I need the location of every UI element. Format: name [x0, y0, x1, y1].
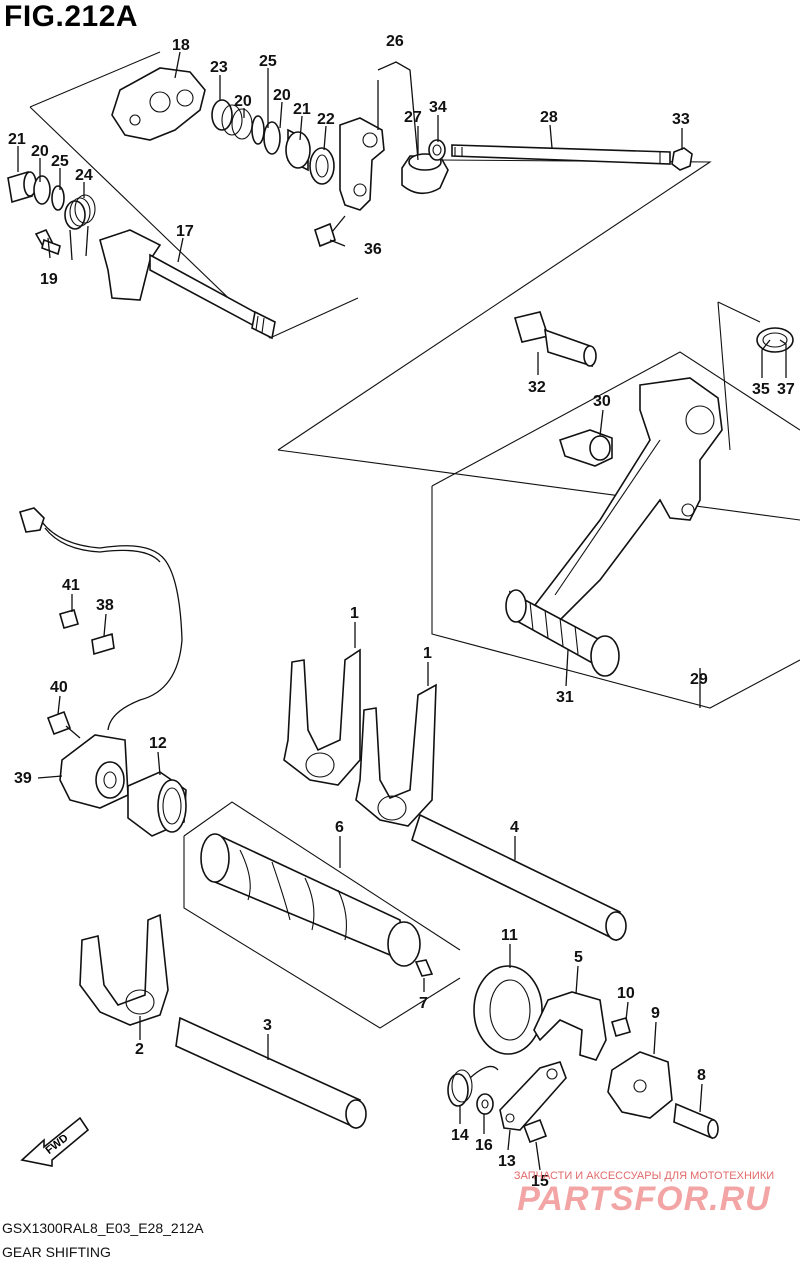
callout-16: 16	[475, 1137, 493, 1154]
callout-24: 24	[75, 167, 93, 184]
callout-39: 39	[14, 770, 32, 787]
nut-33	[671, 147, 693, 171]
gearshift-cam-plate	[111, 67, 206, 141]
callout-9: 9	[651, 1005, 660, 1022]
bushing-30	[559, 429, 613, 467]
shift-arm	[339, 117, 385, 211]
spring-stack	[211, 99, 335, 185]
pedal-assembly-outline	[431, 301, 800, 709]
callout-20: 20	[234, 93, 252, 110]
callout-41: 41	[62, 577, 80, 594]
callout-14: 14	[451, 1127, 469, 1144]
callout-6: 6	[335, 819, 344, 836]
bolt-15	[522, 1118, 548, 1144]
callout-15: 15	[531, 1173, 549, 1190]
callout-4: 4	[510, 819, 519, 836]
shift-fork-1b	[355, 683, 437, 827]
drum-cam-9	[607, 1051, 673, 1119]
callout-1: 1	[350, 605, 359, 622]
return-spring-24	[64, 194, 96, 261]
stopper-arm-13	[499, 1061, 567, 1131]
callout-1: 1	[423, 645, 432, 662]
cap-27	[401, 153, 449, 195]
bearing-12	[127, 771, 187, 837]
callout-35: 35	[752, 381, 770, 398]
callout-20: 20	[273, 87, 291, 104]
gearshift-drum-6	[200, 833, 421, 967]
callout-38: 38	[96, 597, 114, 614]
callout-19: 19	[40, 271, 58, 288]
bearing-11	[473, 965, 543, 1055]
callout-17: 17	[176, 223, 194, 240]
drum-assembly-outline	[183, 801, 461, 1029]
shift-fork-1a	[283, 648, 361, 786]
rod-28	[451, 144, 671, 165]
circlip-35-37	[756, 327, 794, 353]
upper-assembly-outline	[29, 51, 800, 521]
diagram-code: GSX1300RAL8_E03_E28_212A	[2, 1220, 204, 1236]
callout-18: 18	[172, 37, 190, 54]
wiring-harness	[19, 507, 183, 731]
callout-26: 26	[386, 33, 404, 50]
shift-shaft-17	[99, 229, 276, 340]
stopper-plate-5	[533, 991, 607, 1061]
callout-10: 10	[617, 985, 635, 1002]
watermark-tagline: ЗАПЧАСТИ И АКСЕССУАРЫ ДЛЯ МОТОТЕХНИКИ	[513, 1170, 775, 1182]
callout-21: 21	[293, 101, 311, 118]
callout-40: 40	[50, 679, 68, 696]
callout-21: 21	[8, 131, 26, 148]
callout-11: 11	[501, 927, 518, 944]
callout-34: 34	[429, 99, 447, 116]
callout-5: 5	[574, 949, 583, 966]
gear-position-switch-39	[59, 734, 129, 809]
callout-2: 2	[135, 1041, 144, 1058]
bolt-41	[59, 609, 79, 629]
fwd-arrow-icon: FWD	[20, 1116, 90, 1167]
pivot-bolt-32	[513, 311, 597, 368]
callout-36: 36	[364, 241, 382, 258]
shift-lever-29	[533, 377, 723, 622]
leader-lines	[17, 51, 787, 1171]
screw-40	[46, 710, 81, 739]
callout-22: 22	[317, 111, 335, 128]
washer-16	[476, 1093, 494, 1115]
callout-29: 29	[690, 671, 708, 688]
watermark-brand: PARTSFOR.RU	[517, 1180, 771, 1218]
footpeg-rubber-31	[505, 589, 620, 677]
callout-12: 12	[149, 735, 167, 752]
callout-7: 7	[419, 995, 428, 1012]
callout-labels: 18 23 25 20 20 21 22 26 27 34 28 33 21 2…	[8, 33, 795, 1190]
fork-shaft-3	[175, 1016, 367, 1130]
callout-33: 33	[672, 111, 690, 128]
callout-27: 27	[404, 109, 422, 126]
pin-7	[414, 959, 434, 977]
shift-fork-2	[79, 913, 169, 1026]
callout-37: 37	[777, 381, 795, 398]
clamp-38	[91, 632, 115, 656]
collar-34	[428, 139, 446, 161]
callout-31: 31	[556, 689, 574, 706]
callout-25: 25	[51, 153, 69, 170]
callout-3: 3	[263, 1017, 272, 1034]
callout-28: 28	[540, 109, 558, 126]
callout-8: 8	[697, 1067, 706, 1084]
callout-25: 25	[259, 53, 277, 70]
diagram-subtitle: GEAR SHIFTING	[2, 1244, 111, 1260]
left-collar-stack	[7, 170, 65, 211]
pin-8	[673, 1102, 719, 1140]
callout-13: 13	[498, 1153, 516, 1170]
callout-30: 30	[593, 393, 611, 410]
screw-10	[611, 1017, 631, 1037]
callout-32: 32	[528, 379, 546, 396]
fork-shaft-4	[411, 813, 627, 942]
spring-14	[447, 1065, 499, 1107]
watermark: ЗАПЧАСТИ И АКСЕССУАРЫ ДЛЯ МОТОТЕХНИКИ PA…	[488, 1170, 800, 1216]
callout-23: 23	[210, 59, 228, 76]
bolt-36	[314, 215, 346, 248]
figure-title: FIG.212A	[4, 0, 139, 33]
callout-20: 20	[31, 143, 49, 160]
